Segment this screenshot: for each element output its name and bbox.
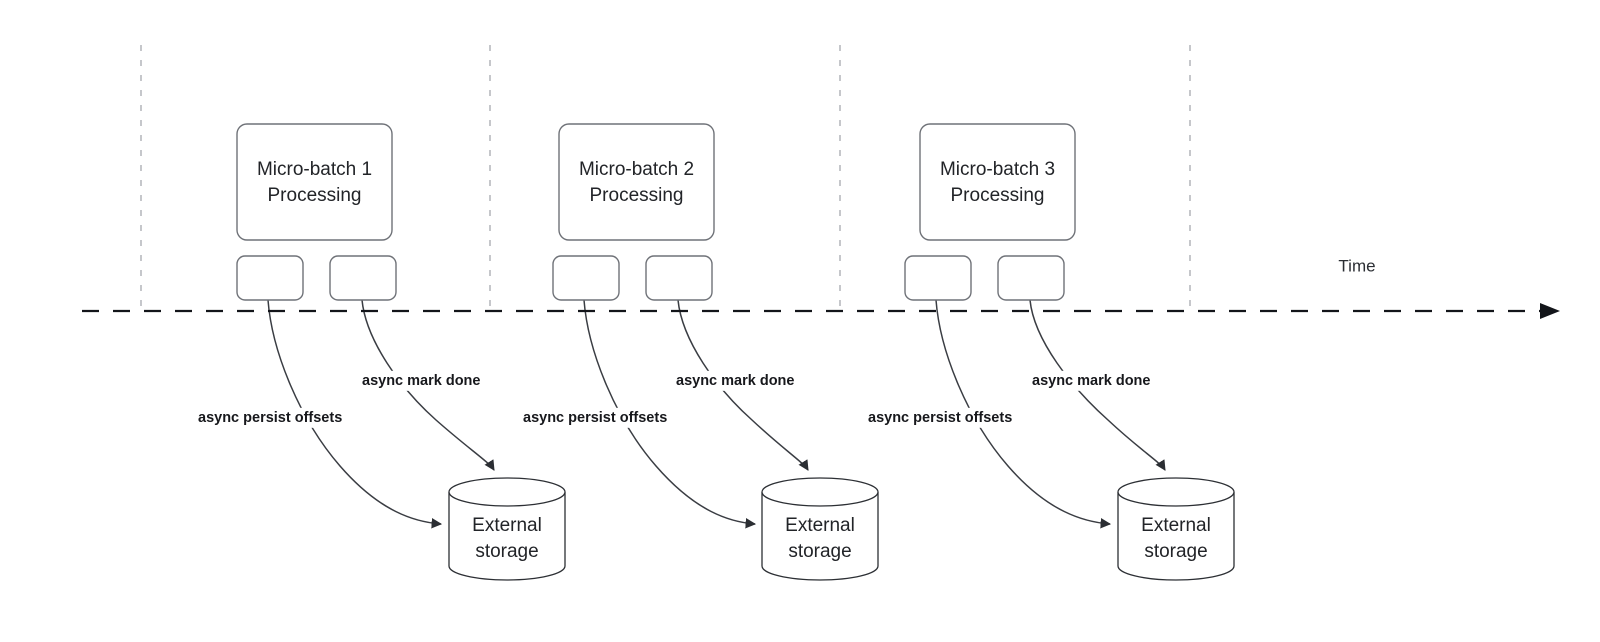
edge-label-async-mark-done-3: async mark done (1032, 373, 1150, 389)
micro-batch-box-label-line2-3: Processing (951, 185, 1045, 206)
edge-label-mask-async-mark-done-2 (672, 370, 799, 391)
external-storage-label-line1-1: External (472, 515, 542, 536)
task-box-left-1[interactable] (236, 255, 304, 301)
edge-label-async-persist-offsets-1: async persist offsets (198, 410, 342, 426)
task-box-right-3[interactable] (997, 255, 1065, 301)
external-storage-cylinder-body-1[interactable] (448, 492, 566, 581)
external-storage-label-line1-2: External (785, 515, 855, 536)
edge-async-persist-offsets-2 (583, 299, 757, 529)
nodes-group: Micro-batch 1ProcessingExternalstorageMi… (236, 123, 1235, 581)
external-storage-cylinder-top-3 (1117, 477, 1235, 507)
task-box-right-2[interactable] (645, 255, 713, 301)
edge-label-async-persist-offsets-3: async persist offsets (868, 410, 1012, 426)
edge-label-mask-async-mark-done-1 (358, 370, 485, 391)
micro-batch-box-label-line2-1: Processing (268, 185, 362, 206)
external-storage-label-line2-3: storage (1144, 541, 1207, 562)
edge-async-persist-offsets-3 (935, 299, 1112, 529)
task-box-right-1[interactable] (329, 255, 397, 301)
external-storage-cylinder-top-1 (448, 477, 566, 507)
external-storage-cylinder-top-2 (761, 477, 879, 507)
task-box-left-3[interactable] (904, 255, 972, 301)
external-storage-cylinder-body-2[interactable] (761, 492, 879, 581)
flow-curves-group (267, 299, 1166, 529)
external-storage-label-line2-1: storage (475, 541, 538, 562)
timeline-arrowhead (1540, 303, 1560, 319)
external-storage-label-line1-3: External (1141, 515, 1211, 536)
edge-label-mask-async-persist-offsets-3 (864, 407, 1017, 428)
edge-async-persist-offsets-1 (267, 299, 443, 529)
edge-label-async-mark-done-2: async mark done (676, 373, 794, 389)
micro-batch-box-1[interactable] (236, 123, 393, 241)
micro-batch-box-label-line2-2: Processing (590, 185, 684, 206)
edge-label-mask-async-mark-done-3 (1028, 370, 1155, 391)
edge-label-mask-async-persist-offsets-2 (519, 407, 672, 428)
micro-batch-box-label-line1-2: Micro-batch 2 (579, 159, 694, 180)
time-axis-label: Time (1338, 256, 1375, 275)
edge-label-mask-async-persist-offsets-1 (194, 407, 347, 428)
task-box-left-2[interactable] (552, 255, 620, 301)
edge-label-async-persist-offsets-2: async persist offsets (523, 410, 667, 426)
micro-batch-box-label-line1-1: Micro-batch 1 (257, 159, 372, 180)
micro-batch-box-2[interactable] (558, 123, 715, 241)
edge-labels-group: async persist offsets async mark done asyn… (194, 370, 1155, 428)
timeline-group: Time (82, 256, 1560, 319)
micro-batch-box-3[interactable] (919, 123, 1076, 241)
external-storage-label-line2-2: storage (788, 541, 851, 562)
micro-batch-box-label-line1-3: Micro-batch 3 (940, 159, 1055, 180)
edge-async-mark-done-3 (1029, 299, 1166, 471)
edge-async-mark-done-1 (361, 299, 495, 471)
edge-async-mark-done-2 (677, 299, 809, 471)
external-storage-cylinder-body-3[interactable] (1117, 492, 1235, 581)
edge-label-async-mark-done-1: async mark done (362, 373, 480, 389)
